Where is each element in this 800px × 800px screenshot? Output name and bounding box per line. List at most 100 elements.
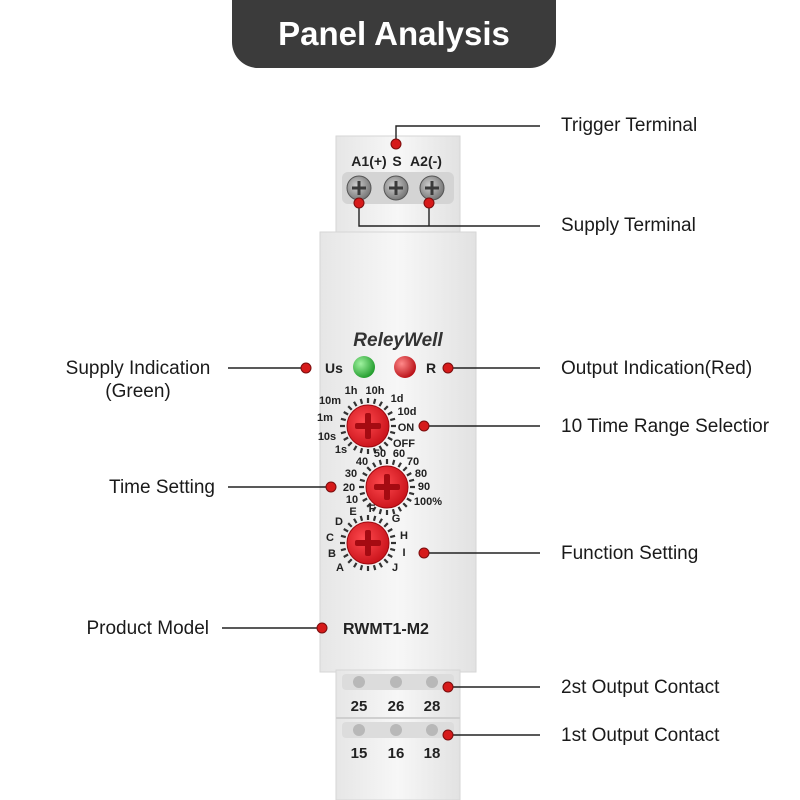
knob-tick — [378, 518, 383, 524]
knob-tick — [383, 405, 389, 411]
knob-tick — [408, 491, 415, 496]
knob-tick — [372, 447, 377, 454]
callout-dot — [316, 622, 328, 634]
knob-tick — [383, 558, 389, 564]
knob-slot-icon — [365, 529, 371, 557]
knob-tick — [343, 411, 349, 416]
terminal-15: 15 — [351, 745, 368, 762]
function-scale: A B C D E F G H I J — [326, 503, 408, 574]
knob-tick — [362, 497, 368, 502]
scale-label: 1s — [335, 444, 347, 456]
model-label: RWMT1-M2 — [343, 621, 429, 638]
scale-label: 30 — [345, 468, 357, 480]
scale-label: A — [336, 562, 344, 574]
brand-logo: ReleyWell — [353, 330, 443, 351]
output-led-red — [394, 356, 416, 378]
callout-output-contact-2: 2st Output Contact — [561, 677, 720, 698]
knob-tick — [343, 436, 349, 441]
screw-s-icon — [383, 175, 409, 201]
terminal-label-a1: A1(+) — [351, 153, 386, 169]
callout-dot — [442, 681, 454, 693]
led-label-r: R — [426, 360, 436, 376]
callout-time-setting: Time Setting — [109, 477, 215, 498]
callout-dots — [300, 138, 454, 741]
callout-dot — [442, 729, 454, 741]
knob-tick — [340, 430, 347, 435]
knob-tick — [353, 445, 358, 451]
callout-product-model: Product Model — [86, 618, 209, 639]
knob-tick — [383, 522, 389, 528]
scale-label: 80 — [415, 468, 427, 480]
scale-label: 1d — [391, 393, 404, 405]
time-range-knob[interactable] — [340, 398, 396, 454]
scale-label: 10 — [346, 494, 358, 506]
leader-lines — [222, 125, 540, 736]
callout-dot — [423, 197, 435, 209]
knob-tick — [387, 553, 393, 558]
scale-label: E — [349, 506, 356, 518]
knob-tick — [366, 502, 372, 508]
leader-supply — [358, 203, 540, 227]
supply-led-green — [353, 356, 375, 378]
knob-tick — [353, 562, 358, 568]
knob-tick — [389, 417, 396, 422]
knob-tick — [359, 447, 364, 454]
terminal-label-s: S — [392, 153, 401, 169]
knob-tick — [402, 502, 408, 508]
knob-tick — [372, 506, 377, 512]
terminal-25: 25 — [351, 698, 368, 715]
callout-supply-indication: Supply Indication (Green) — [65, 358, 211, 402]
screw-row1-icon — [353, 724, 438, 736]
knob-tick — [347, 441, 353, 447]
scale-label: 50 — [374, 448, 386, 460]
scale-label: 1m — [317, 412, 333, 424]
scale-label: 10d — [398, 406, 417, 418]
scale-label: J — [392, 562, 398, 574]
knob-tick — [391, 508, 396, 515]
knob-tick — [340, 417, 347, 422]
callout-dot — [300, 362, 312, 374]
knob-tick — [359, 478, 366, 483]
knob-tick — [372, 398, 377, 405]
function-knob[interactable] — [340, 515, 396, 571]
knob-tick — [347, 558, 353, 564]
callout-supply-terminal: Supply Terminal — [561, 215, 696, 236]
scale-label: OFF — [393, 438, 415, 450]
knob-tick — [402, 466, 408, 472]
callout-output-contact-1: 1st Output Contact — [561, 725, 720, 746]
time-setting-knob[interactable] — [359, 459, 415, 515]
knob-tick — [353, 401, 358, 407]
knob-tick — [359, 564, 364, 571]
knob-tick — [372, 462, 377, 468]
scale-label: I — [402, 547, 405, 559]
callout-dot — [418, 420, 430, 432]
knob-tick — [366, 466, 372, 472]
knob-tick — [378, 508, 383, 515]
callout-dot — [353, 197, 365, 209]
knob-slot-icon — [384, 473, 390, 501]
knob-tick — [389, 547, 396, 552]
knob-tick — [372, 564, 377, 571]
knob-slot-icon — [365, 412, 371, 440]
terminal-18: 18 — [424, 745, 441, 762]
terminal-label-a2: A2(-) — [410, 153, 442, 169]
knob-tick — [359, 491, 366, 496]
knob-tick — [343, 553, 349, 558]
knob-tick — [389, 534, 396, 539]
knob-tick — [391, 459, 396, 466]
scale-label: C — [326, 532, 334, 544]
knob-tick — [378, 445, 383, 451]
scale-label: D — [335, 516, 343, 528]
knob-tick — [362, 472, 368, 477]
terminal-16: 16 — [388, 745, 405, 762]
screw-row2-icon — [353, 676, 438, 688]
callout-output-indication: Output Indication(Red) — [561, 358, 753, 379]
knob-tick — [372, 515, 377, 522]
scale-label: B — [328, 548, 336, 560]
knob-tick — [387, 436, 393, 441]
scale-label: 10h — [366, 385, 385, 397]
knob-tick — [397, 462, 402, 468]
scale-label: 10m — [319, 395, 341, 407]
led-label-us: Us — [325, 360, 343, 376]
